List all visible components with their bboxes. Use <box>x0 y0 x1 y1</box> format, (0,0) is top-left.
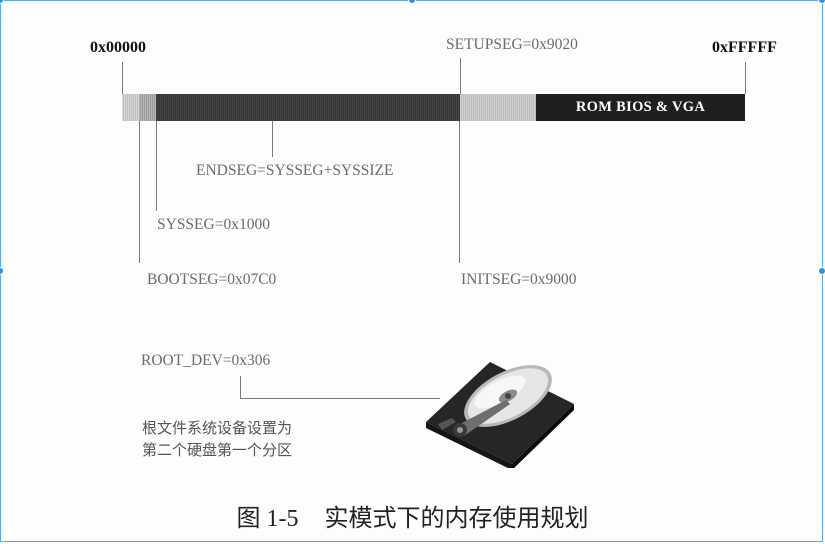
hard-disk-icon <box>426 362 574 468</box>
endseg-marker <box>272 121 273 157</box>
bootseg-label: BOOTSEG=0x07C0 <box>147 271 277 288</box>
root-dev-leader-vertical <box>240 376 241 398</box>
setupseg-label: SETUPSEG=0x9020 <box>446 36 578 53</box>
root-dev-note-line1: 根文件系统设备设置为 <box>142 419 293 437</box>
rom-bios-vga-label: ROM BIOS & VGA <box>575 99 706 115</box>
figure-caption: 图 1-5 实模式下的内存使用规划 <box>0 498 825 533</box>
figure-title: 实模式下的内存使用规划 <box>324 504 589 532</box>
figure-number: 图 1-5 <box>236 506 299 532</box>
setupseg-marker <box>460 58 461 94</box>
bootseg-marker <box>139 121 140 263</box>
sysseg-label: SYSSEG=0x1000 <box>157 216 270 233</box>
segment-rom-bios-vga: ROM BIOS & VGA <box>536 94 745 121</box>
root-dev-note-line2: 第二个硬盘第一个分区 <box>142 441 293 459</box>
initseg-label: INITSEG=0x9000 <box>461 271 577 288</box>
segment-low-memory <box>122 94 139 121</box>
sysseg-marker <box>156 121 157 211</box>
root-dev-label: ROOT_DEV=0x306 <box>141 352 271 369</box>
root-dev-leader-horizontal <box>240 398 440 399</box>
start-address: 0x00000 <box>90 39 146 56</box>
endseg-label: ENDSEG=SYSSEG+SYSSIZE <box>196 162 394 179</box>
start-address-marker <box>122 62 123 94</box>
end-address: 0xFFFFF <box>712 39 777 56</box>
segment-setup <box>460 94 536 121</box>
resize-handle-right[interactable] <box>818 267 825 275</box>
initseg-marker <box>459 121 460 263</box>
segment-system <box>156 94 460 121</box>
resize-handle-top-right[interactable] <box>818 0 825 4</box>
segment-bootsect <box>139 94 156 121</box>
end-address-marker <box>745 62 746 94</box>
